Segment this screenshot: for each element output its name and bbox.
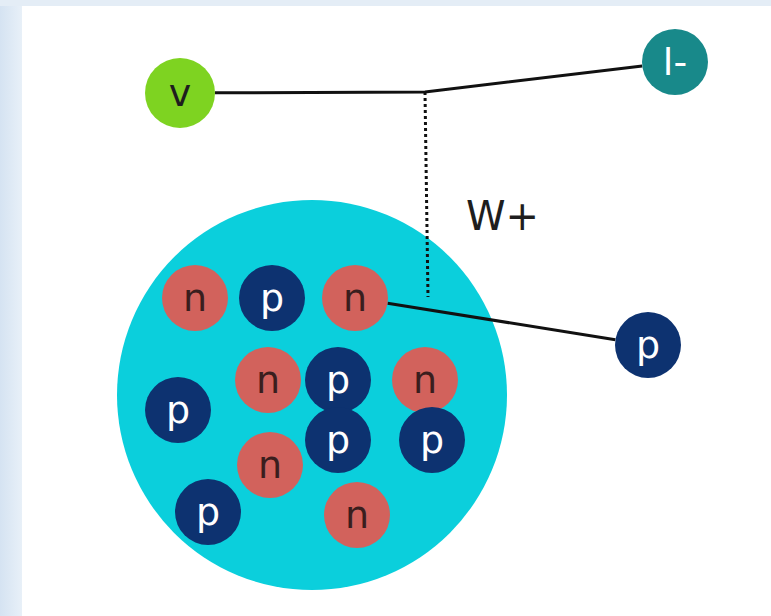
proton-circle: p <box>145 377 211 443</box>
particle-symbol: n <box>183 279 207 317</box>
proton-circle: p <box>239 265 305 331</box>
particle-symbol: p <box>166 391 190 429</box>
particle-symbol: p <box>326 421 350 459</box>
particle-symbol: n <box>413 361 437 399</box>
particle-symbol: p <box>196 493 220 531</box>
proton-circle: p <box>305 347 371 413</box>
particle-line <box>215 66 642 93</box>
particle-line <box>388 303 616 340</box>
lepton-circle: l- <box>642 29 708 95</box>
w-propagator <box>425 92 428 297</box>
particle-symbol: p <box>636 326 660 364</box>
boson-label: W+ <box>466 196 539 236</box>
proton-circle: p <box>399 407 465 473</box>
particle-symbol: n <box>345 496 369 534</box>
page-band <box>0 0 771 6</box>
particle-symbol: n <box>258 446 282 484</box>
neutron-circle: n <box>162 265 228 331</box>
neutron-circle: n <box>322 265 388 331</box>
nucleus-circle: npnnpnpppnpn <box>117 200 507 590</box>
neutron-circle: n <box>235 347 301 413</box>
proton-circle: p <box>175 479 241 545</box>
proton-circle: p <box>615 312 681 378</box>
particle-symbol: p <box>420 421 444 459</box>
particle-symbol: l- <box>663 43 687 81</box>
particle-symbol: n <box>256 361 280 399</box>
page-band <box>0 0 22 616</box>
particle-symbol: p <box>260 279 284 317</box>
proton-circle: p <box>305 407 371 473</box>
particle-symbol: v <box>169 74 192 112</box>
neutrino-circle: v <box>145 58 215 128</box>
neutron-circle: n <box>324 482 390 548</box>
particle-symbol: p <box>326 361 350 399</box>
particle-symbol: n <box>343 279 367 317</box>
neutron-circle: n <box>392 347 458 413</box>
neutron-circle: n <box>237 432 303 498</box>
